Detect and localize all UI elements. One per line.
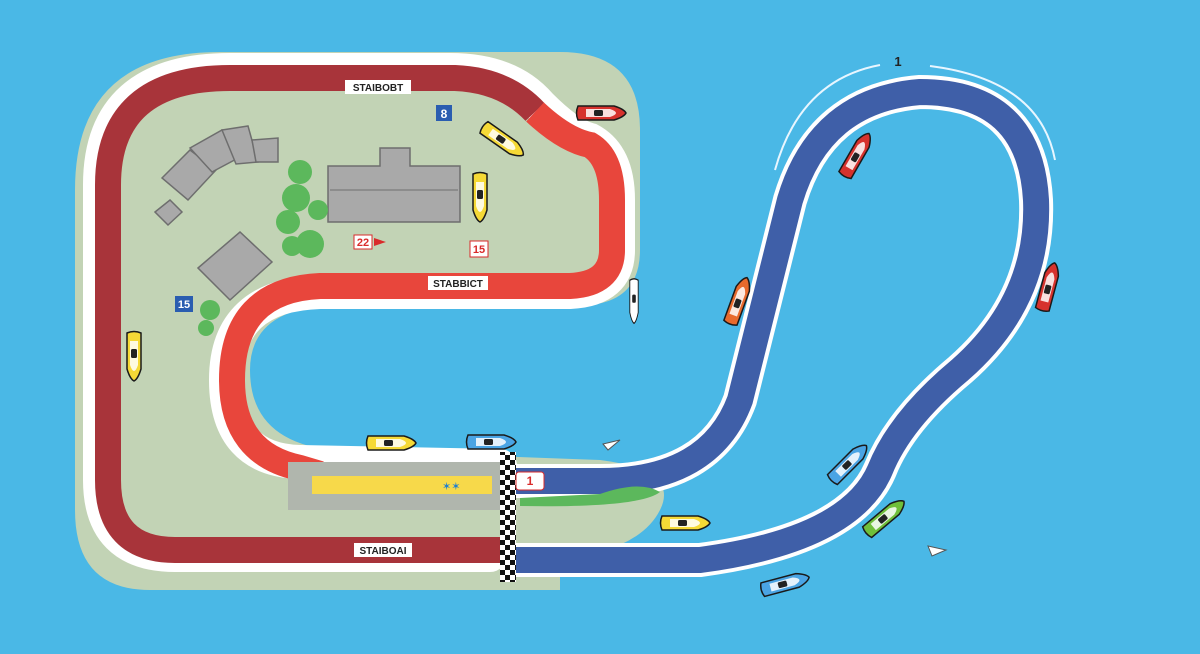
north-track-label: STAIBOBT	[353, 83, 403, 94]
marker-1-label: 1	[894, 54, 901, 69]
pit-lane-yellow	[312, 476, 492, 494]
boat-north-red[interactable]	[575, 105, 627, 121]
island	[75, 52, 664, 590]
south-track-label: STAIBOAI	[359, 546, 406, 557]
marker-15-blue: 15	[175, 296, 193, 312]
marker-8: 8	[436, 105, 452, 121]
marker-22: 22	[353, 234, 386, 250]
start-finish-line	[500, 452, 516, 582]
boat-paddock-yellow-2[interactable]	[472, 171, 488, 223]
marker-15-red-label: 15	[473, 244, 485, 256]
marker-15-blue-label: 15	[178, 299, 190, 311]
pit-flag-icons: ✶✶	[442, 481, 460, 493]
boat-south-yellow[interactable]	[659, 515, 711, 531]
south-label-bg	[354, 543, 412, 557]
marker-22-label: 22	[357, 237, 369, 249]
buildings	[153, 125, 461, 302]
boat-west-yellow[interactable]	[126, 330, 142, 382]
start-marker-label: 1	[527, 474, 534, 488]
north-label-bg	[345, 80, 411, 94]
track-dark-red	[95, 65, 545, 563]
sail-marker-2	[927, 545, 948, 557]
wake-arc-1	[774, 64, 881, 171]
boat-pit-blue[interactable]	[465, 434, 517, 450]
boat-pit-yellow[interactable]	[365, 435, 417, 451]
marker-1: 1	[894, 54, 901, 69]
boat-kayak[interactable]	[629, 278, 639, 325]
inner-label-bg	[428, 276, 488, 290]
marker-8-label: 8	[441, 107, 448, 121]
track-red	[218, 102, 625, 487]
trees	[198, 160, 328, 336]
start-marker: 1	[515, 471, 545, 491]
wake-arc-2	[929, 65, 1056, 161]
sail-marker-1	[602, 439, 621, 451]
marker-15-red: 15	[469, 240, 489, 258]
green-spit	[520, 486, 660, 507]
inner-track-label: STABBICT	[433, 279, 483, 290]
blue-track	[510, 78, 1050, 573]
